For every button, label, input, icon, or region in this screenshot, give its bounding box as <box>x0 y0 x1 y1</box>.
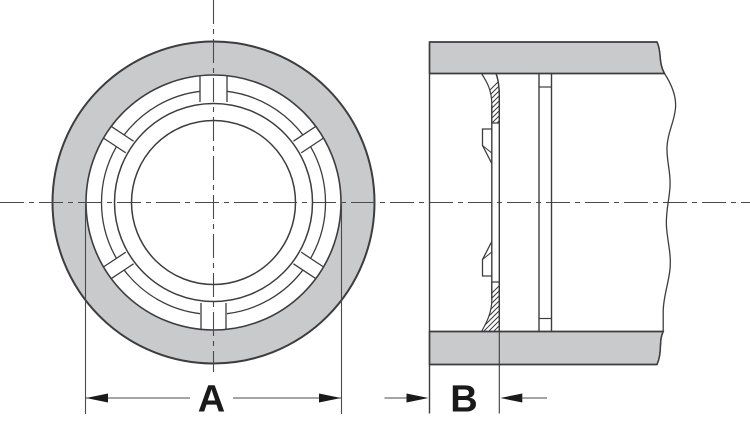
slot-edges <box>199 75 228 102</box>
slot-edges <box>103 251 134 280</box>
dimension-b-label: B <box>450 379 477 421</box>
dimensions <box>84 204 547 414</box>
front-view <box>100 75 327 330</box>
slot-edges <box>103 125 134 154</box>
centerlines <box>0 0 750 372</box>
slot-edges <box>200 303 227 330</box>
dimension-a-label: A <box>198 379 225 421</box>
slot-edges <box>293 251 324 280</box>
slot-edges <box>293 125 324 154</box>
